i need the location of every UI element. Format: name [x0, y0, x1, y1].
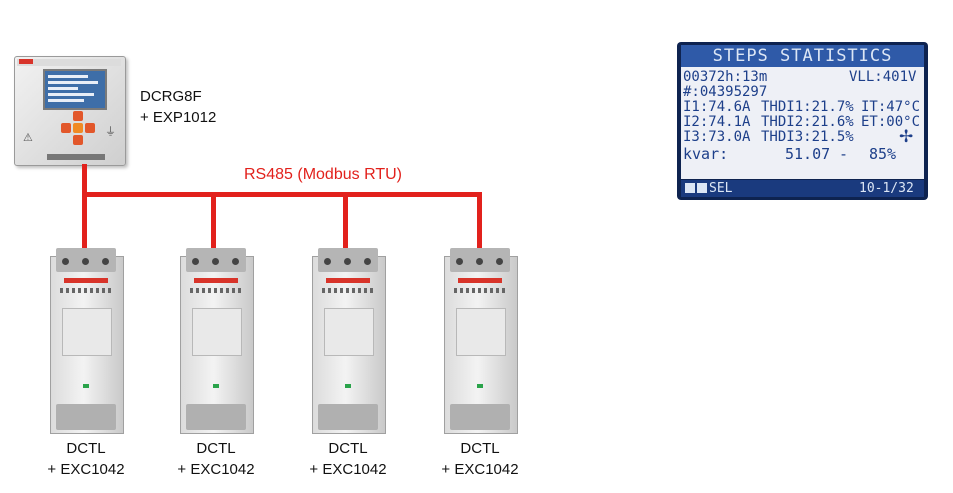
- controller-label: DCRG8F + EXP1012: [140, 86, 216, 128]
- starter-model: DCTL: [328, 440, 368, 457]
- starter-4: [444, 248, 518, 434]
- starter-3: [312, 248, 386, 434]
- lcd-footer-select: SEL: [709, 181, 733, 196]
- lcd-kvar-percent: 85%: [869, 145, 897, 163]
- starter-expansion: + EXC1042: [441, 461, 519, 478]
- starter-label-1: DCTL + EXC1042: [36, 438, 136, 480]
- controller-model: DCRG8F: [140, 88, 202, 105]
- lcd-title: STEPS STATISTICS: [681, 45, 924, 67]
- controller-expansion: + EXP1012: [140, 109, 217, 126]
- controller-top-strip: [17, 59, 121, 66]
- lcd-kvar-dash: -: [839, 145, 849, 163]
- bus-drop-2: [211, 192, 216, 252]
- lcd-footer: SEL 10-1/32: [681, 180, 924, 197]
- starter-2: [180, 248, 254, 434]
- lcd-voltage: VLL:401V: [849, 69, 917, 85]
- lcd-external-temp: ET:00°C: [861, 114, 921, 130]
- bus-drop-1: [82, 192, 87, 252]
- brand-logo: [19, 59, 33, 64]
- starter-model: DCTL: [66, 440, 106, 457]
- controller-screen: [43, 69, 107, 110]
- warning-icon: ⚠: [23, 132, 33, 144]
- left-arrow-icon: [685, 183, 695, 193]
- lcd-kvar-label: kvar:: [683, 145, 729, 163]
- starter-model: DCTL: [460, 440, 500, 457]
- starter-label-4: DCTL + EXC1042: [430, 438, 530, 480]
- lcd-footer-page: 10-1/32: [859, 181, 914, 196]
- bus-drop-4: [477, 192, 482, 252]
- lcd-thdi-2: THDI2:21.6%: [761, 114, 854, 130]
- lcd-kvar-value: 51.07: [785, 145, 831, 163]
- starter-label-3: DCTL + EXC1042: [298, 438, 398, 480]
- bus-label: RS485 (Modbus RTU): [244, 166, 402, 183]
- controller-keypad: [61, 111, 95, 145]
- starter-model: DCTL: [196, 440, 236, 457]
- lcd-counter: #:04395297: [683, 84, 768, 100]
- starter-expansion: + EXC1042: [309, 461, 387, 478]
- starter-label-2: DCTL + EXC1042: [166, 438, 266, 480]
- lcd-thdi-3: THDI3:21.5%: [761, 129, 854, 145]
- lcd-current-2: I2:74.1A: [683, 114, 751, 130]
- lcd-internal-temp: IT:47°C: [861, 99, 921, 115]
- controller-device: ⚠ ⏚: [14, 56, 126, 166]
- bus-drop-controller: [82, 164, 87, 196]
- lcd-current-1: I1:74.6A: [683, 99, 751, 115]
- right-arrow-icon: [697, 183, 707, 193]
- lcd-display: STEPS STATISTICS 00372h:13m VLL:401V #:0…: [677, 42, 928, 200]
- ground-icon: ⏚: [105, 126, 116, 138]
- bus-drop-3: [343, 192, 348, 252]
- starter-1: [50, 248, 124, 434]
- fan-icon: ✢: [899, 127, 914, 146]
- lcd-current-3: I3:73.0A: [683, 129, 751, 145]
- lcd-runtime: 00372h:13m: [683, 69, 768, 85]
- lcd-body: 00372h:13m VLL:401V #:04395297 I1:74.6A …: [681, 67, 924, 179]
- lcd-thdi-1: THDI1:21.7%: [761, 99, 854, 115]
- starter-expansion: + EXC1042: [47, 461, 125, 478]
- starter-expansion: + EXC1042: [177, 461, 255, 478]
- bus-main-line: [82, 192, 482, 197]
- controller-bottom-label: [47, 154, 105, 160]
